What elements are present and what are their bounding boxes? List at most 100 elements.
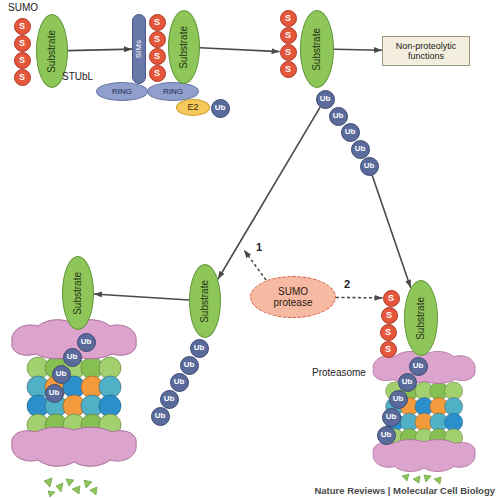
node-label: S <box>19 39 25 48</box>
peptide-fragment <box>84 480 92 488</box>
node-label: Ub <box>184 361 195 369</box>
node-label: RING <box>163 88 183 96</box>
ubiquitin-circle: Ub <box>316 90 335 109</box>
sumo-circle: S <box>383 290 400 307</box>
ubiquitin-circle: Ub <box>398 373 417 392</box>
ubiquitin-circle: Ub <box>377 426 396 445</box>
protease-action-arrow <box>244 250 266 280</box>
node-label: Ub <box>164 395 175 403</box>
peptide-fragment <box>90 487 97 495</box>
node-label: Substrate <box>416 297 426 340</box>
sumo-circle: S <box>280 10 297 27</box>
callout-number: 1 <box>256 242 262 253</box>
node-label: S <box>285 48 291 57</box>
node-label: S <box>285 65 291 74</box>
node-label: Ub <box>402 378 413 386</box>
node-label: Ub <box>155 412 166 420</box>
ubiquitin-circle: Ub <box>180 356 199 375</box>
node-label: Substrate <box>200 280 210 323</box>
ubiquitin-circle: Ub <box>389 390 408 409</box>
ubiquitin-circle: Ub <box>351 140 370 159</box>
ubiquitin-circle: Ub <box>63 348 82 367</box>
sumo-circle: S <box>149 48 166 65</box>
node-label: Ub <box>413 362 424 370</box>
substrate-oval: Substrate <box>62 256 94 330</box>
node-label: Ub <box>345 128 356 136</box>
flow-arrow <box>334 49 382 51</box>
node-label: S <box>285 14 291 23</box>
node-label: SUMO protease <box>267 286 319 308</box>
substrate-oval: Substrate <box>300 10 334 88</box>
flow-arrow <box>94 294 189 300</box>
node-label: SIMs <box>135 40 143 58</box>
sumo-circle: S <box>14 52 31 69</box>
node-label: S <box>154 35 160 44</box>
peptide-fragment <box>402 474 409 481</box>
sumo-protease: SUMO protease <box>250 276 336 318</box>
figure-caption: Nature Reviews | Molecular Cell Biology <box>314 486 495 496</box>
node-label: Ub <box>320 95 331 103</box>
ubiquitin-circle: Ub <box>382 408 401 427</box>
node-label: Ub <box>355 145 366 153</box>
molecule-label: SUMO <box>8 3 38 13</box>
substrate-oval: Substrate <box>168 10 200 84</box>
sumo-circle: S <box>380 324 397 341</box>
sumo-circle: S <box>280 61 297 78</box>
proteasome <box>12 320 136 467</box>
substrate-oval: Substrate <box>404 280 438 356</box>
node-label: S <box>285 31 291 40</box>
node-label: S <box>386 311 392 320</box>
node-label: S <box>154 52 160 61</box>
ubiquitin-circle: Ub <box>329 107 348 126</box>
e2-enzyme: E2 <box>176 99 210 116</box>
outcome-box: Non-proteolytic functions <box>382 36 470 66</box>
ubiquitin-circle: Ub <box>52 365 71 384</box>
peptide-fragment <box>44 478 52 487</box>
part-label: Proteasome <box>312 368 366 378</box>
node-label: S <box>385 345 391 354</box>
flow-arrow <box>200 48 280 52</box>
node-label: Ub <box>49 389 60 397</box>
peptide-fragment <box>72 486 80 494</box>
sumo-circle: S <box>280 44 297 61</box>
ubiquitin-circle: Ub <box>160 390 179 409</box>
sims-bar: SIMs <box>132 14 146 84</box>
sumo-circle: S <box>149 65 166 82</box>
node-label: S <box>19 73 25 82</box>
node-label: Ub <box>364 162 375 170</box>
ubiquitin-circle: Ub <box>341 123 360 142</box>
ring-domain: RING <box>96 82 148 101</box>
substrate-oval: Substrate <box>189 264 221 338</box>
sumo-circle: S <box>14 69 31 86</box>
node-label: Ub <box>381 431 392 439</box>
peptide-fragment <box>56 483 63 492</box>
ubiquitin-circle: Ub <box>151 407 170 426</box>
ubiquitin-circle: Ub <box>190 339 209 358</box>
node-label: Ub <box>386 413 397 421</box>
node-label: Substrate <box>179 26 189 69</box>
peptide-fragment <box>66 479 74 486</box>
node-label: S <box>388 294 394 303</box>
node-label: Ub <box>174 378 185 386</box>
node-label: Ub <box>67 353 78 361</box>
sumo-circle: S <box>280 27 297 44</box>
peptide-fragment <box>424 475 431 482</box>
sumo-circle: S <box>381 307 398 324</box>
ubiquitin-circle: Ub <box>170 373 189 392</box>
peptide-fragment <box>434 477 441 484</box>
node-label: Substrate <box>73 272 83 315</box>
sumo-circle: S <box>14 35 31 52</box>
peptide-fragment <box>48 491 55 497</box>
ubiquitin-circle: Ub <box>211 99 230 118</box>
node-label: Ub <box>56 370 67 378</box>
sumo-circle: S <box>14 18 31 35</box>
node-label: Ub <box>81 338 92 346</box>
flow-arrow <box>336 297 383 299</box>
ubiquitin-circle: Ub <box>77 333 96 352</box>
flow-arrow <box>372 175 411 288</box>
ubiquitin-circle: Ub <box>45 384 64 403</box>
node-label: Ub <box>333 112 344 120</box>
flow-arrow <box>68 49 132 50</box>
